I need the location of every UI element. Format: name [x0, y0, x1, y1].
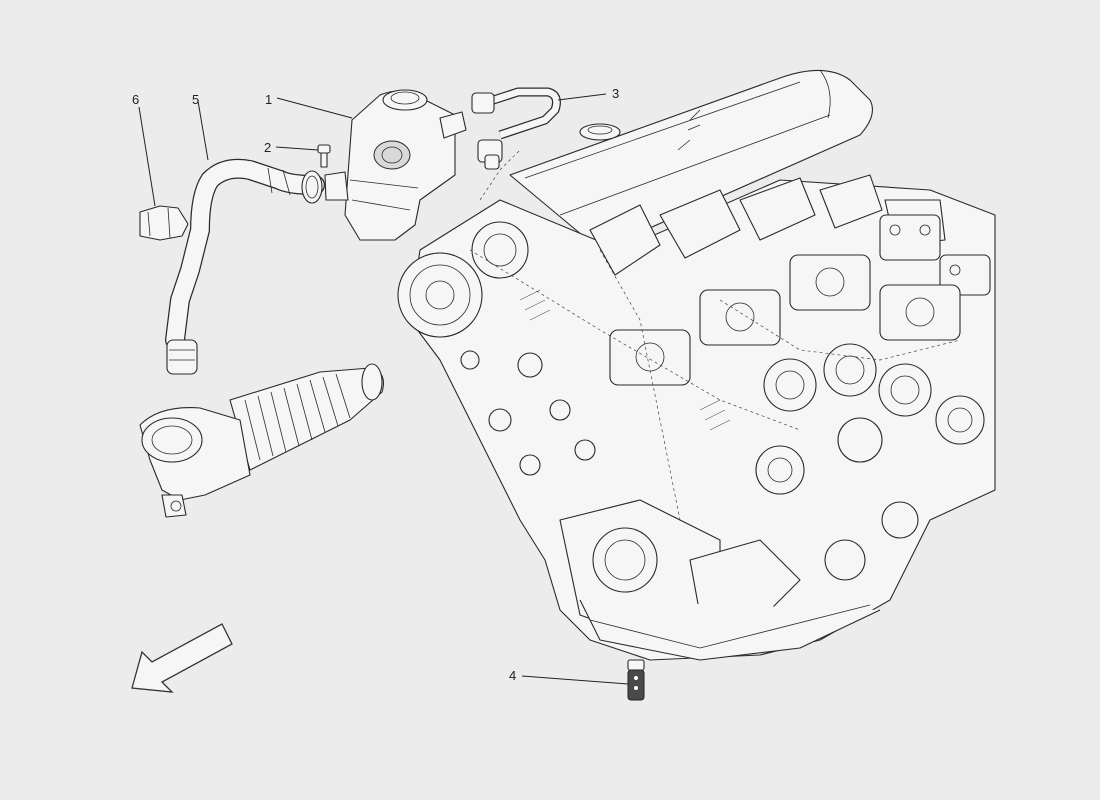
engine-block	[397, 69, 996, 661]
arrow-down-left-icon	[131, 623, 233, 693]
intake-air-duct	[139, 363, 385, 518]
callout-2: 2	[264, 140, 271, 155]
part-2-bolt	[317, 144, 331, 168]
part-4-sensor	[627, 659, 645, 701]
callout-3: 3	[612, 86, 619, 101]
callout-6: 6	[132, 92, 139, 107]
part-3-breather-hose	[471, 87, 561, 170]
callout-4: 4	[509, 668, 516, 683]
part-5-vent-hose	[165, 158, 325, 375]
callout-1: 1	[265, 92, 272, 107]
part-1-oil-separator-housing	[324, 89, 467, 241]
callout-5: 5	[192, 92, 199, 107]
part-6-hose-clip	[139, 205, 189, 241]
leader-lines	[138, 93, 629, 685]
